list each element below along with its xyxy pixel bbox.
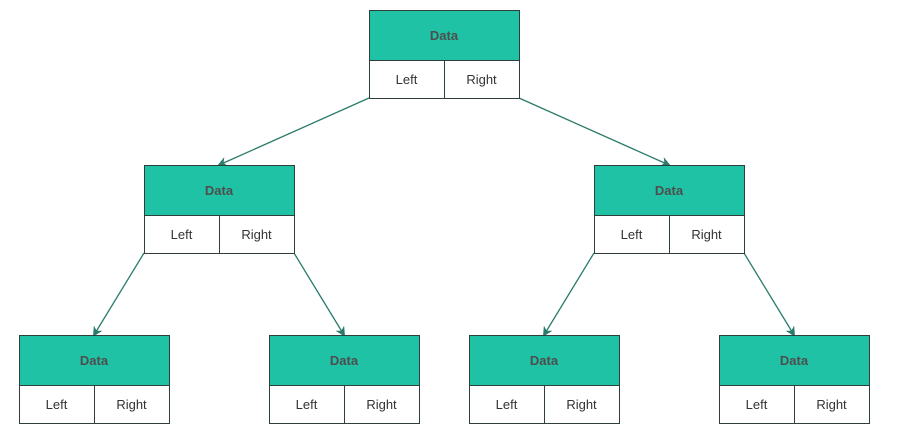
- node-right-label: Right: [566, 397, 597, 412]
- node-left-pointer-cell: [594, 215, 670, 254]
- node-data-label: Data: [430, 28, 459, 43]
- node-left-pointer-cell: [719, 385, 795, 424]
- edge-arrow-root-to-right: [518, 97, 671, 167]
- node-right-pointer-cell: [94, 385, 170, 424]
- node-right-pointer-cell: [544, 385, 620, 424]
- node-data-label: Data: [330, 353, 359, 368]
- node-left-label: Left: [46, 397, 68, 412]
- edge-arrow-right-to-right-left: [542, 252, 595, 337]
- node-data-cell: [469, 335, 620, 386]
- node-left-pointer-cell: [469, 385, 545, 424]
- node-right-pointer-cell: [219, 215, 295, 254]
- node-right-label: Right: [116, 397, 147, 412]
- edge-arrow-root-to-left: [217, 97, 370, 167]
- node-data-label: Data: [655, 183, 684, 198]
- node-left-label: Left: [171, 227, 193, 242]
- node-data-label: Data: [80, 353, 109, 368]
- edge-arrow-left-to-left-left: [92, 252, 145, 337]
- node-data-label: Data: [205, 183, 234, 198]
- node-left-label: Left: [296, 397, 318, 412]
- node-data-cell: [719, 335, 870, 386]
- node-right-label: Right: [241, 227, 272, 242]
- node-left-label: Left: [396, 72, 418, 87]
- node-left-pointer-cell: [269, 385, 345, 424]
- edge-arrow-left-to-left-right: [293, 252, 346, 337]
- node-left-label: Left: [746, 397, 768, 412]
- node-right-label: Right: [816, 397, 847, 412]
- node-left-label: Left: [496, 397, 518, 412]
- node-right-label: Right: [691, 227, 722, 242]
- node-data-label: Data: [780, 353, 809, 368]
- node-data-label: Data: [530, 353, 559, 368]
- node-right-label: Right: [466, 72, 497, 87]
- node-right-label: Right: [366, 397, 397, 412]
- node-left-pointer-cell: [369, 60, 445, 99]
- node-data-cell: [19, 335, 170, 386]
- node-data-cell: [144, 165, 295, 216]
- node-data-cell: [269, 335, 420, 386]
- node-data-cell: [369, 10, 520, 61]
- node-right-pointer-cell: [344, 385, 420, 424]
- node-right-pointer-cell: [669, 215, 745, 254]
- node-left-pointer-cell: [144, 215, 220, 254]
- node-right-pointer-cell: [794, 385, 870, 424]
- node-right-pointer-cell: [444, 60, 520, 99]
- node-left-label: Left: [621, 227, 643, 242]
- edge-arrow-right-to-right-right: [743, 252, 796, 337]
